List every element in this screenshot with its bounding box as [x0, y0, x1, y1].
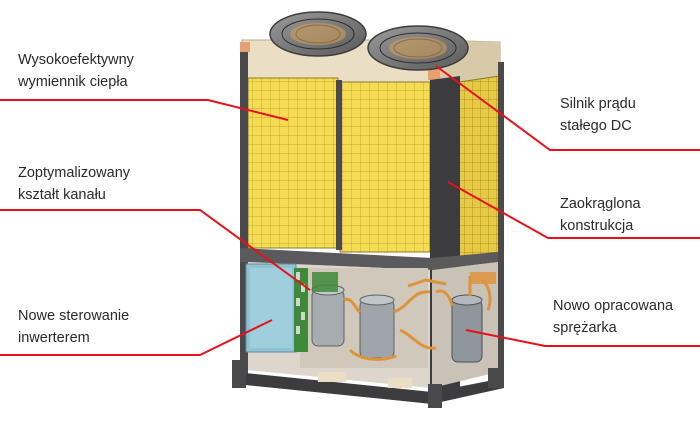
label-heat-exchanger-line2: wymiennik ciepła: [18, 74, 128, 90]
fan-guard-left: [269, 11, 367, 57]
leader-line-dc-motor: [435, 65, 700, 151]
label-dc-motor-line1: Silnik prądu: [560, 96, 636, 112]
heat-exchanger: [247, 75, 501, 273]
control-box: [245, 263, 308, 353]
leader-line-new-compressor: [465, 329, 700, 347]
leader-line-rounded-construction: [447, 181, 700, 239]
label-channel-shape: Zoptymalizowany kształt kanału: [18, 162, 130, 206]
label-inverter-control: Nowe sterowanie inwerterem: [18, 305, 129, 349]
compressor-side: [451, 294, 483, 363]
label-new-compressor: Nowo opracowana sprężarka: [553, 295, 673, 339]
label-rounded-construction-line1: Zaokrąglona: [560, 196, 641, 212]
label-inverter-control-line1: Nowe sterowanie: [18, 308, 130, 324]
base-skid: [232, 360, 504, 408]
fan-guard-right: [367, 25, 469, 71]
leader-line-channel-shape: [0, 209, 311, 291]
label-channel-shape-line2: kształt kanału: [18, 187, 106, 203]
compressor-left: [311, 272, 345, 347]
leader-line-heat-exchanger: [0, 99, 289, 121]
label-dc-motor: Silnik prądu stałego DC: [560, 93, 636, 137]
leader-lines: [0, 65, 700, 356]
label-heat-exchanger-line1: Wysokoefektywny: [18, 52, 134, 68]
label-new-compressor-line2: sprężarka: [553, 320, 617, 336]
compressor-right: [359, 294, 395, 359]
label-dc-motor-line2: stałego DC: [560, 118, 632, 134]
label-rounded-construction: Zaokrąglona konstrukcja: [560, 193, 641, 237]
label-channel-shape-line1: Zoptymalizowany: [18, 165, 131, 181]
label-heat-exchanger: Wysokoefektywny wymiennik ciepła: [18, 49, 134, 93]
label-inverter-control-line2: inwerterem: [18, 330, 90, 346]
label-new-compressor-line1: Nowo opracowana: [553, 298, 674, 314]
leader-line-inverter-control: [0, 319, 273, 356]
label-rounded-construction-line2: konstrukcja: [560, 218, 634, 234]
